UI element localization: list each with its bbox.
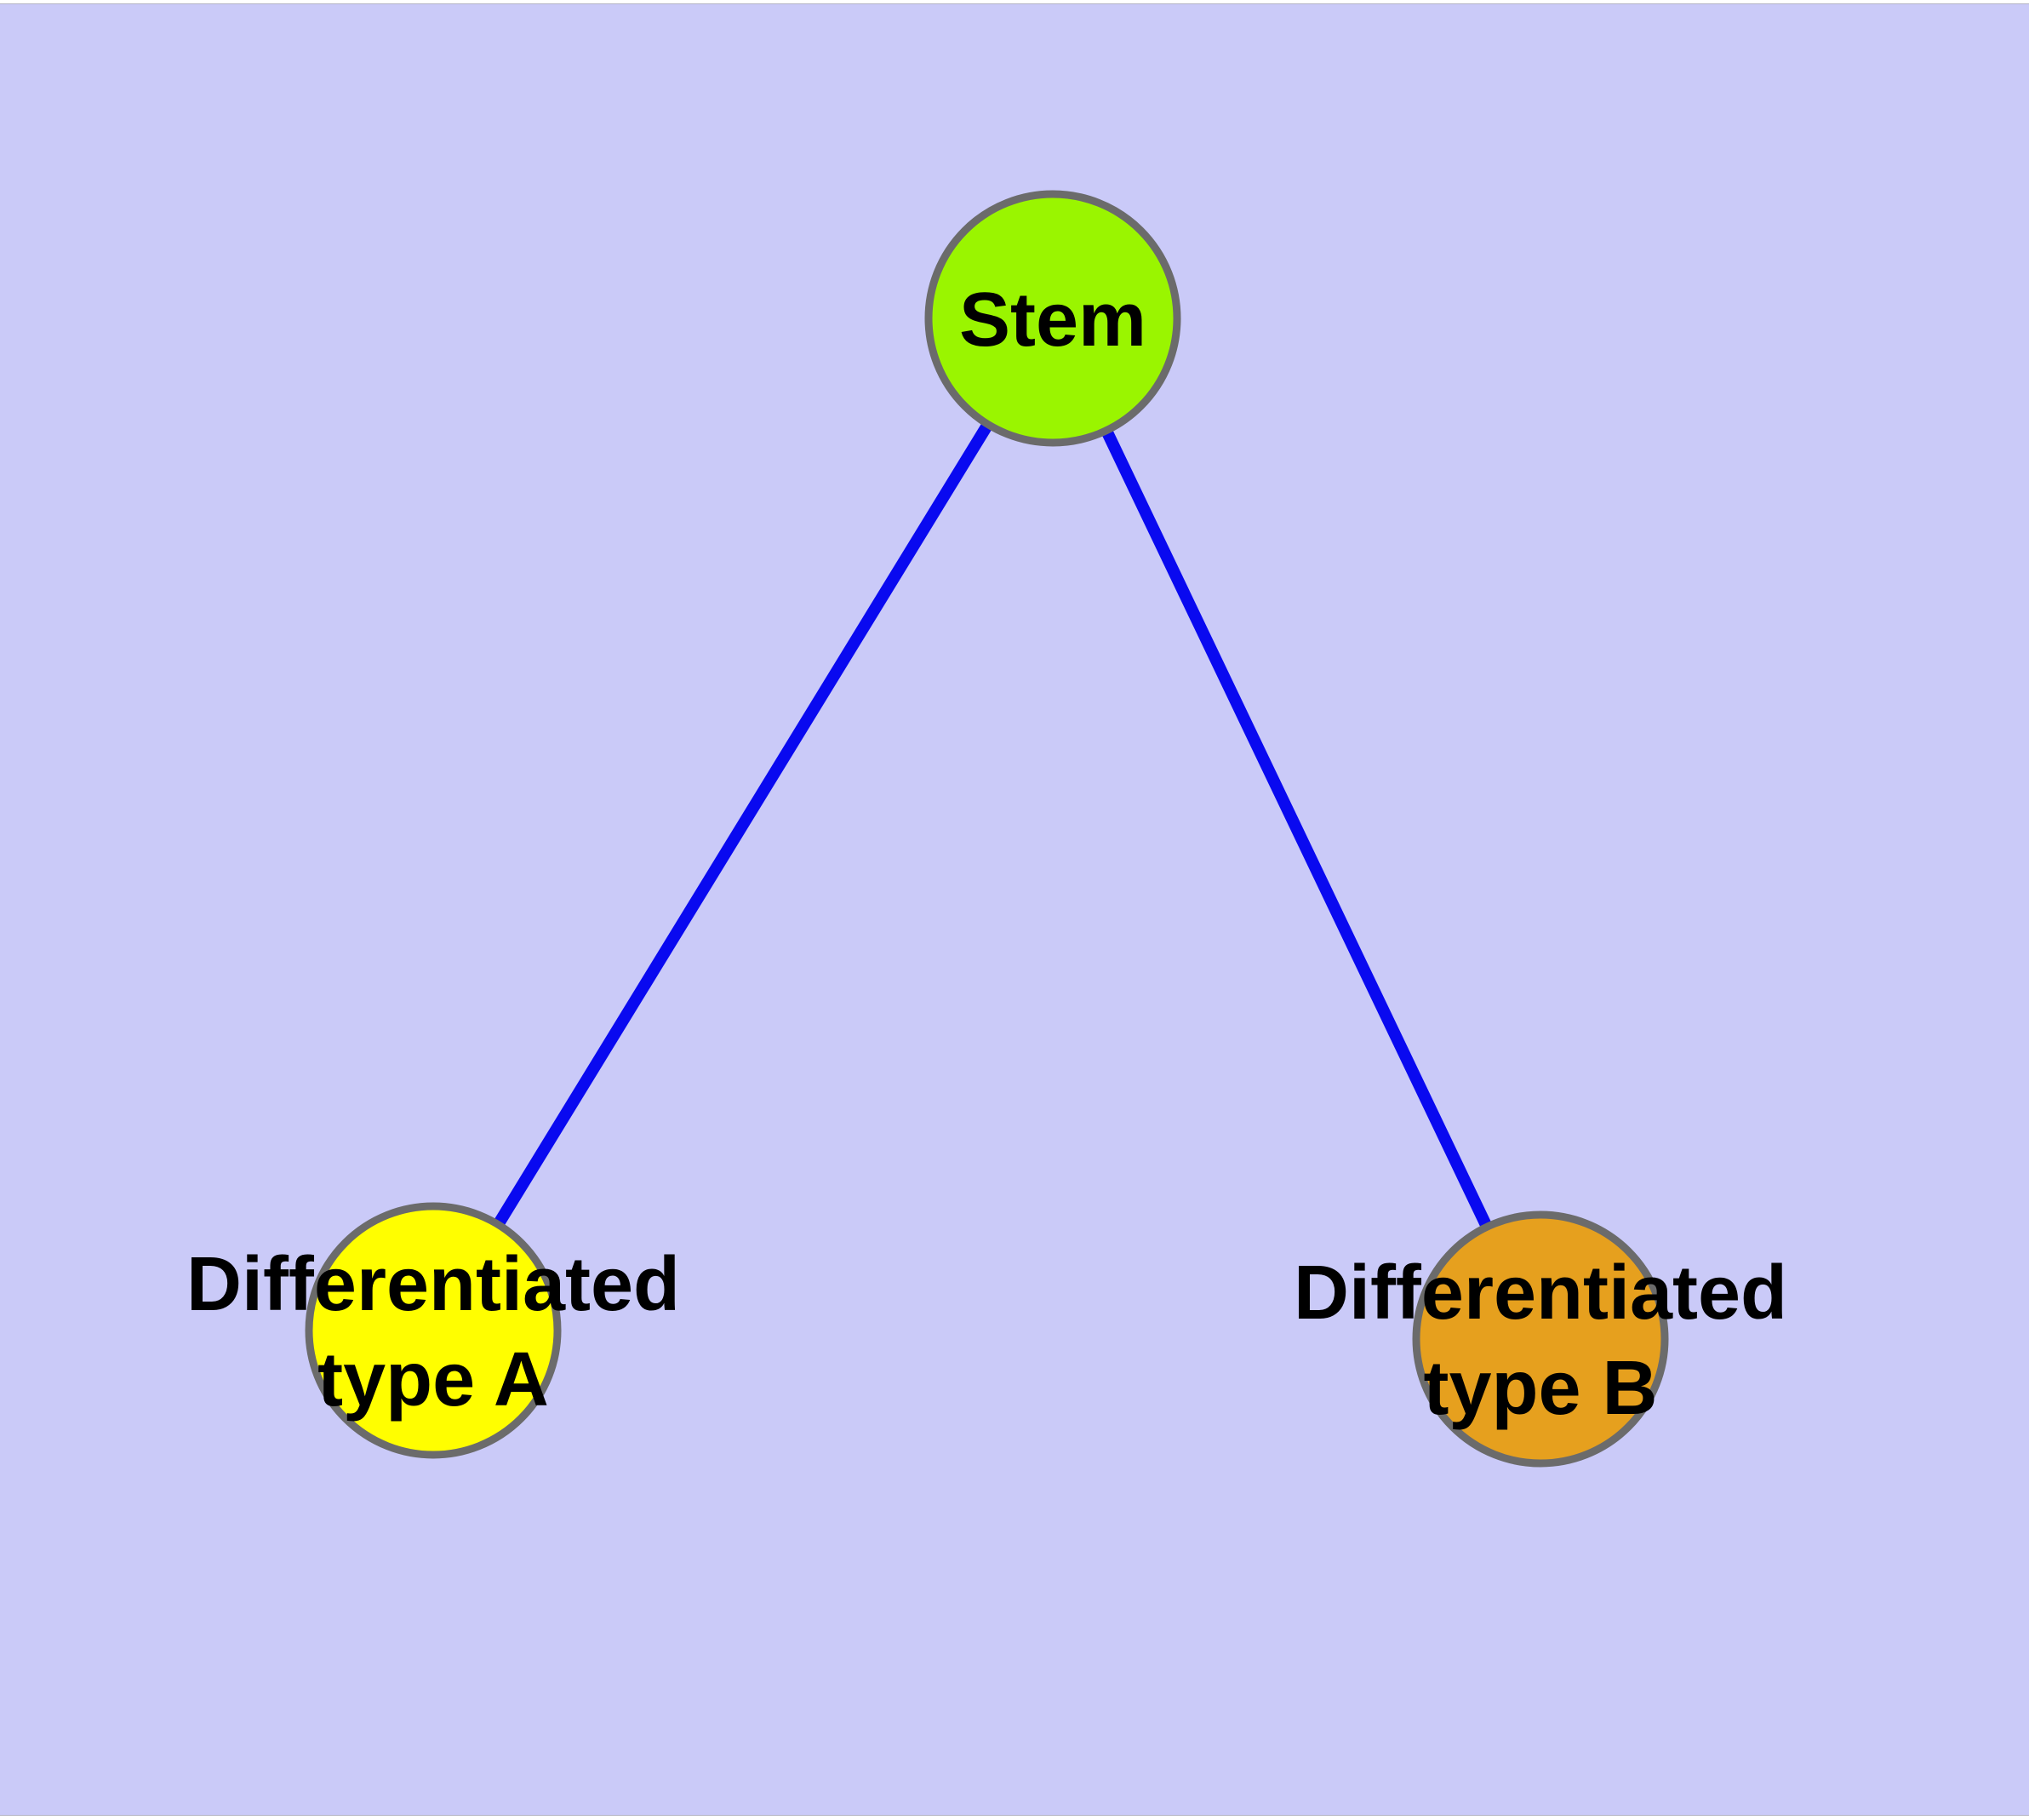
edge-stem-type-a	[428, 315, 1058, 1334]
node-type-a-label-line: type A	[317, 1337, 549, 1422]
window-edge-bottom	[0, 1815, 2029, 1820]
node-type-a: Differentiated type A	[186, 1202, 680, 1459]
node-stem-label: Stem	[959, 278, 1146, 363]
node-type-a-label-line: Differentiated	[186, 1242, 680, 1327]
node-type-b: Differentiated type B	[1294, 1210, 1787, 1468]
node-type-b-circle	[1412, 1210, 1669, 1468]
node-stem-circle	[924, 190, 1181, 447]
node-type-a-circle	[305, 1202, 562, 1459]
node-stem-label-line: Stem	[959, 278, 1146, 363]
window-edge-top	[0, 0, 2029, 4]
node-type-b-label: Differentiated type B	[1294, 1251, 1787, 1431]
node-type-a-label: Differentiated type A	[186, 1242, 680, 1422]
node-type-b-label-line: type B	[1423, 1346, 1657, 1431]
edge-stem-type-b	[1047, 315, 1546, 1342]
node-stem: Stem	[924, 190, 1181, 447]
node-type-b-label-line: Differentiated	[1294, 1251, 1787, 1336]
